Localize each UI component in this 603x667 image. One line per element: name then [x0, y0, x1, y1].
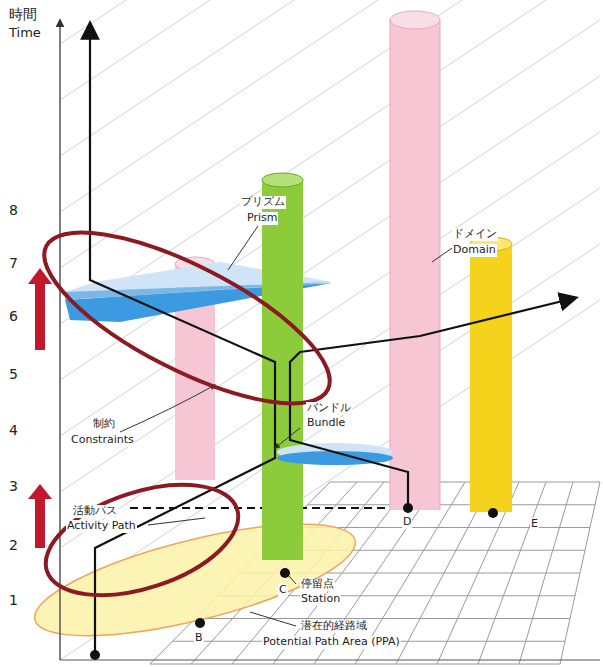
- time-tick: 3: [8, 478, 19, 494]
- time-plane-line: [60, 0, 600, 212]
- callout-label: プリズム: [240, 196, 286, 209]
- time-plane-line: [60, 0, 600, 268]
- time-tick: 8: [8, 202, 19, 218]
- green-cylinder: [262, 173, 303, 560]
- time-tick: 2: [8, 537, 19, 553]
- time-tick: 5: [8, 366, 19, 382]
- callout-label: Activity Path: [66, 520, 137, 533]
- grid-line: [330, 482, 600, 483]
- callout-label: Constraints: [70, 434, 135, 447]
- bundle-disk: [277, 443, 393, 465]
- callout-label: 活動パス: [72, 505, 118, 518]
- callout-label: 潜在的経路域: [300, 620, 368, 633]
- red-up-arrow: [28, 484, 52, 548]
- station-letter: D: [402, 516, 412, 529]
- station-letter: E: [530, 518, 539, 531]
- emphasis-ellipse: [23, 200, 352, 436]
- grid-line: [308, 504, 596, 505]
- time-plane-line: [60, 0, 600, 100]
- grid-line: [150, 664, 560, 665]
- callout-label: 制約: [92, 418, 116, 431]
- base-line: [60, 660, 600, 661]
- time-axis: [59, 20, 61, 660]
- time-plane-line: [60, 20, 600, 380]
- time-plane-line: [60, 0, 600, 324]
- red-up-arrow: [28, 268, 52, 350]
- station-letter: B: [194, 632, 204, 645]
- domain-cylinder: [390, 11, 440, 510]
- callout-label: バンドル: [306, 402, 352, 415]
- callout-label: 停留点: [300, 578, 335, 591]
- time-plane-line: [60, 0, 600, 44]
- time-tick: 4: [8, 422, 19, 438]
- callout-label: Potential Path Area (PPA): [262, 636, 401, 649]
- callout-label: Domain: [452, 244, 497, 257]
- axis-title: Time: [8, 26, 42, 41]
- callout-label: Station: [300, 593, 341, 606]
- callout-label: Bundle: [306, 417, 346, 430]
- station-letter: C: [278, 584, 288, 597]
- time-tick: 6: [8, 308, 19, 324]
- leader-lines: [120, 226, 455, 626]
- yellow-cylinder: [470, 237, 512, 512]
- emphasis-ellipse: [32, 463, 252, 616]
- activity-path: [290, 298, 575, 508]
- callout-label: Prism: [246, 212, 278, 225]
- time-tick: 7: [8, 255, 19, 271]
- axis-title: 時間: [8, 6, 38, 22]
- time-tick: 1: [8, 592, 19, 608]
- callout-label: ドメイン: [452, 228, 498, 241]
- time-plane-line: [60, 0, 600, 156]
- station-dots: [90, 503, 498, 660]
- grid-line: [195, 618, 570, 619]
